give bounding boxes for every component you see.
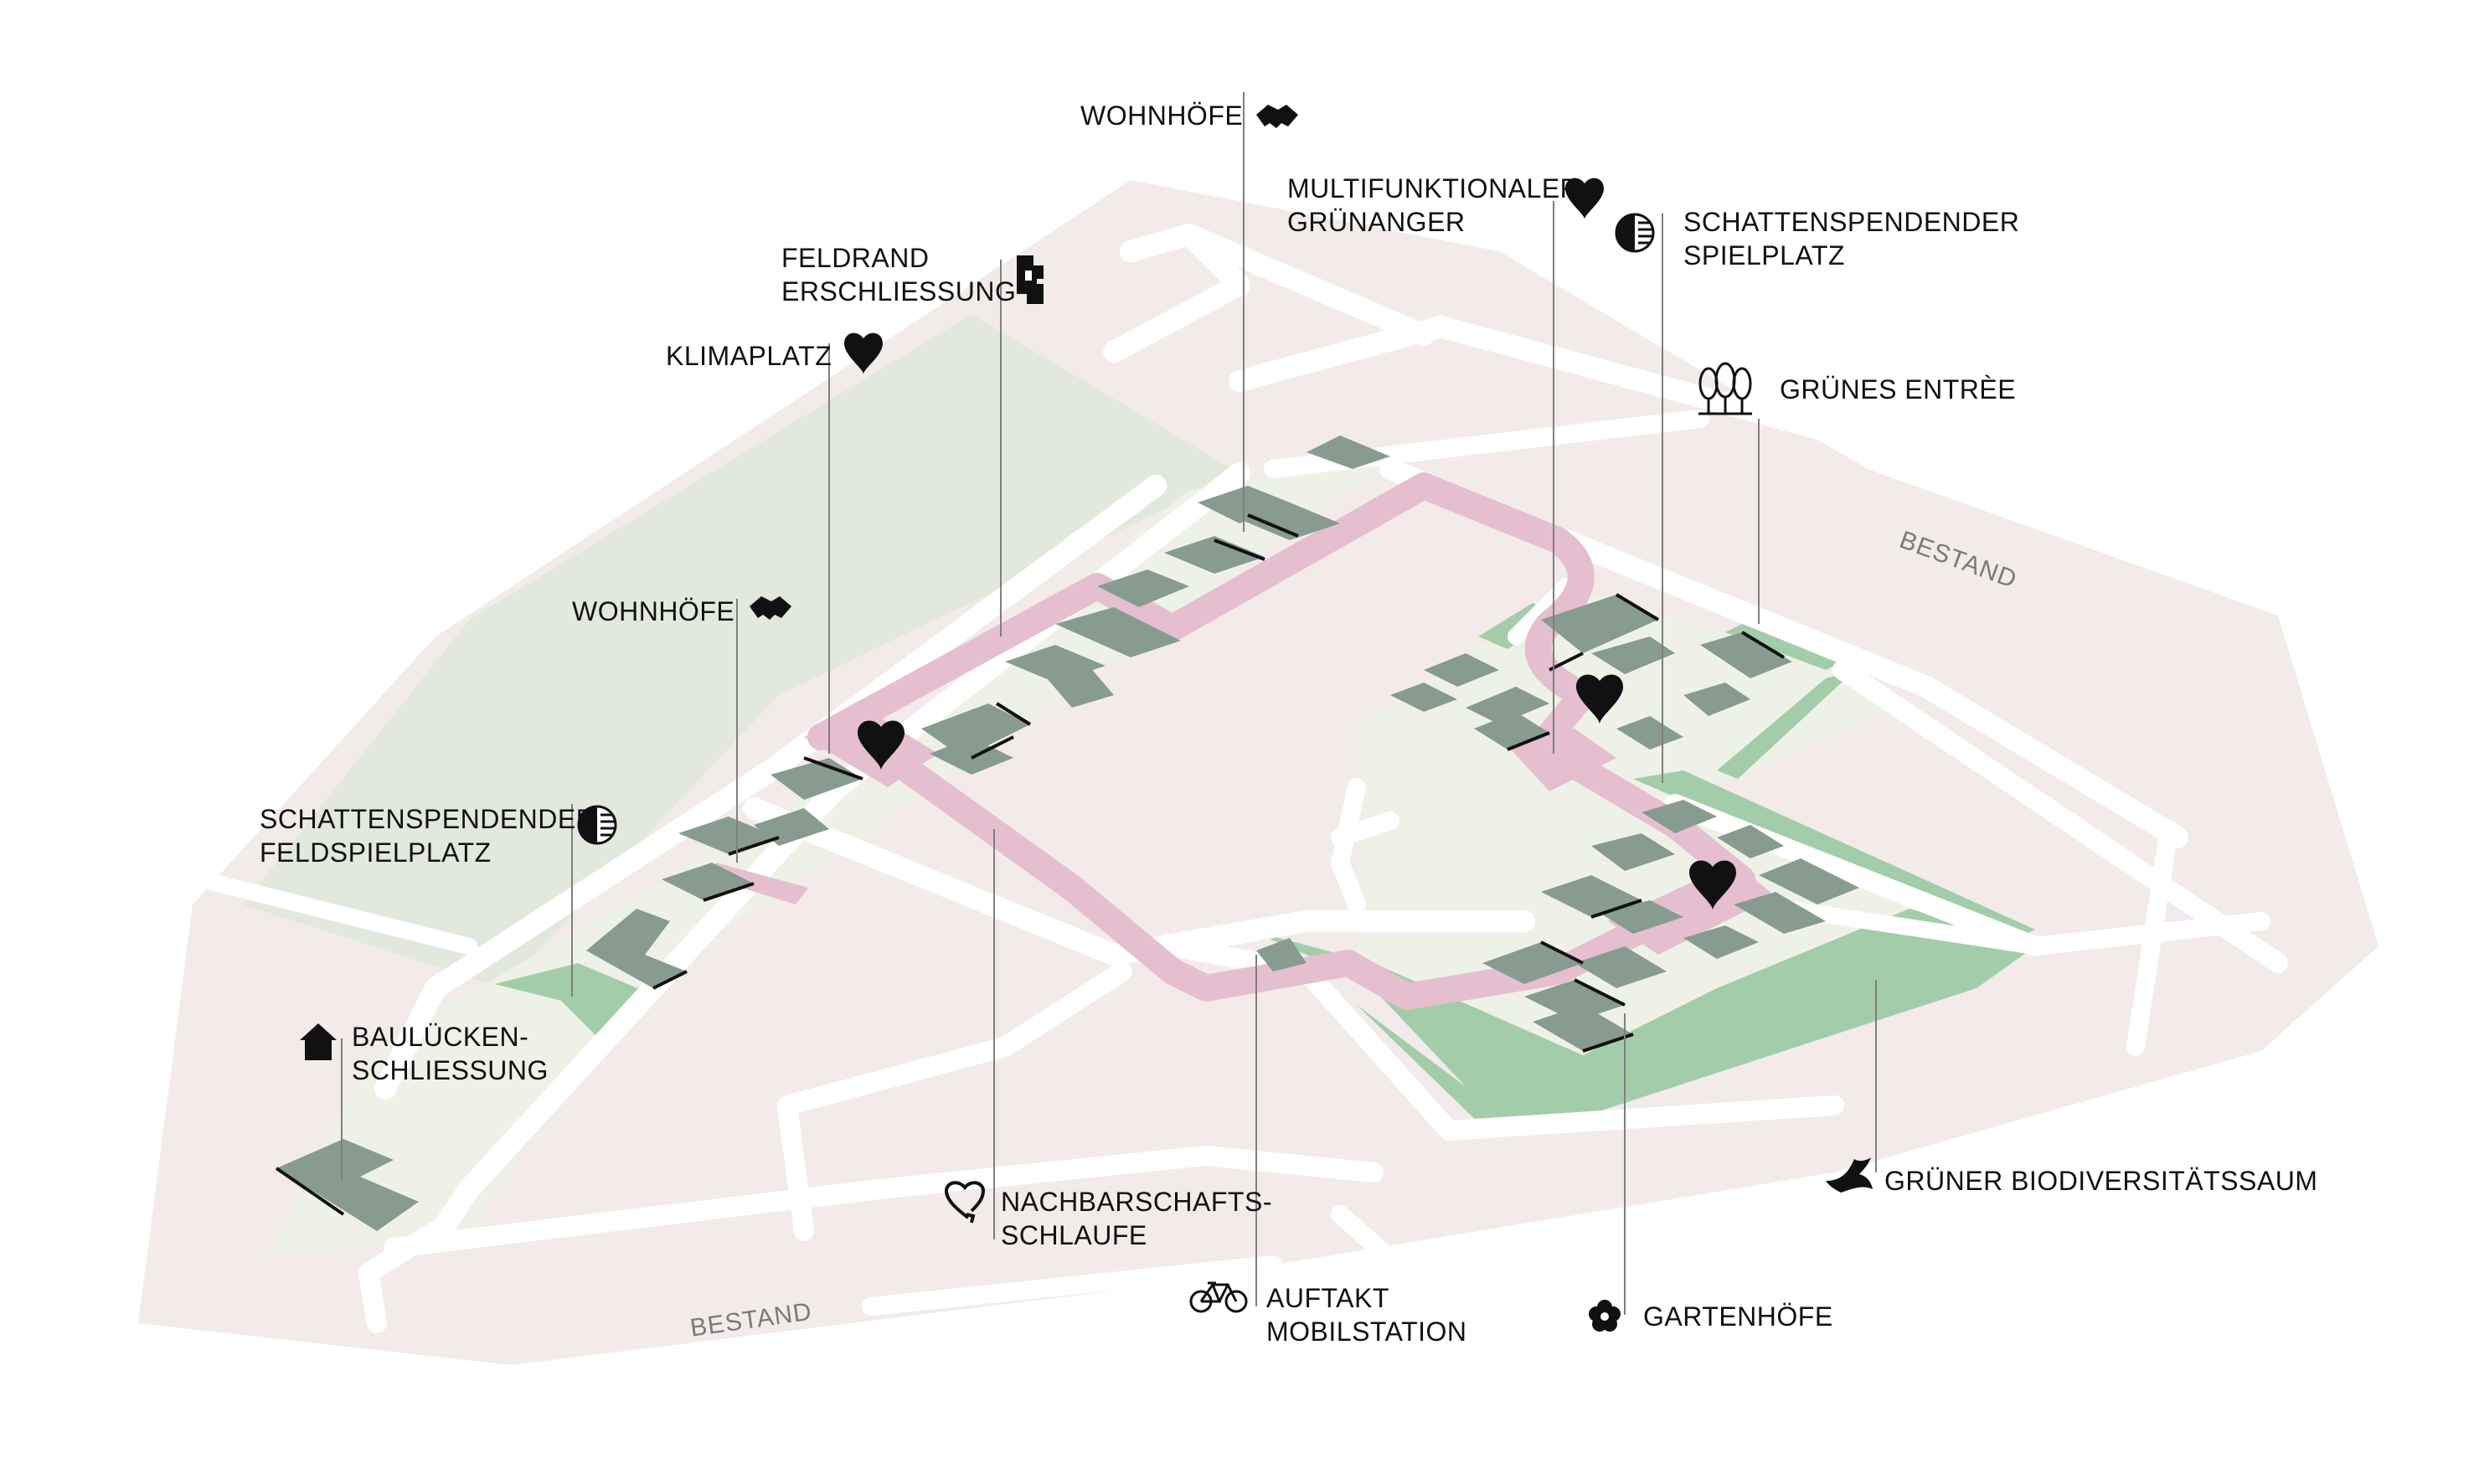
green-biodiversity-lower [1357,1005,1591,1131]
green-biodiversity-edge [1248,909,2035,1122]
heart-icon [844,332,883,374]
bicycle-icon [1189,1281,1248,1313]
house-icon [300,1023,337,1060]
buildings [276,435,1859,1231]
building-block-icon [1017,255,1044,304]
west-plot-strip [268,461,1390,1256]
green-entree-strip-3 [1717,670,1855,779]
handshake-icon [1256,105,1298,128]
half-sun-icon [577,805,617,845]
heart-icon [1576,674,1623,724]
building-edges [275,513,1786,1216]
flower-icon [1589,1300,1621,1332]
heart-icon [1565,178,1604,219]
loop-plaza-east [1499,729,1616,791]
bird-icon [1826,1157,1873,1193]
agricultural-field [243,314,1240,988]
handshake-icon [750,596,791,620]
heart-icon [1689,860,1736,910]
land-base [138,180,2379,1365]
trees-icon [1698,362,1752,415]
heart-icon [858,720,905,770]
leader-lines [341,92,1877,1315]
half-sun-icon [1615,213,1655,253]
green-entree-strip-2 [1725,624,1843,670]
heart-loop-icon [944,1181,986,1224]
loop-plaza-south [1608,863,1776,955]
